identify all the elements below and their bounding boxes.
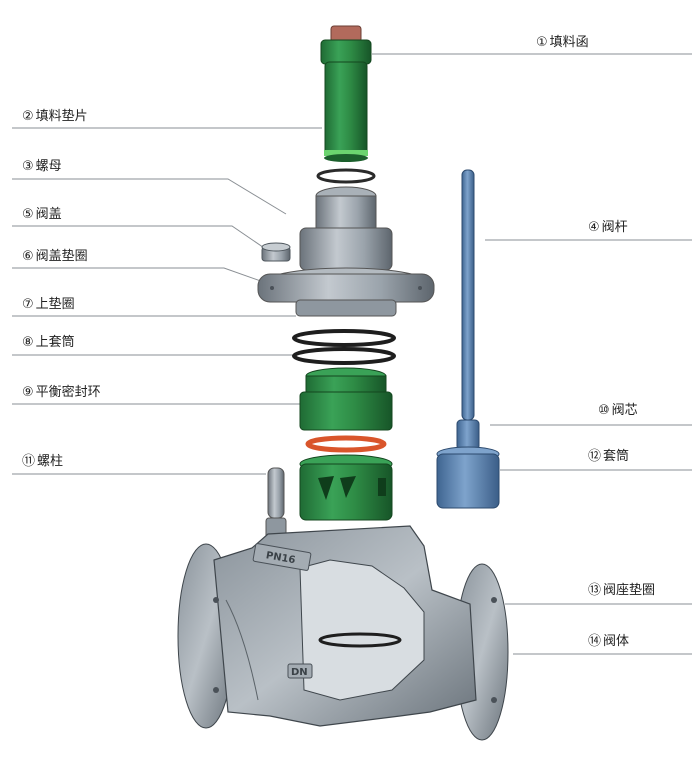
stud-part (265, 467, 287, 543)
packing-box-part (320, 25, 372, 162)
upper-sleeve-gasket-part (292, 347, 396, 365)
body-marking-pn: PN16 (265, 550, 296, 566)
leader-6 (12, 267, 273, 286)
leader-3 (12, 178, 287, 215)
body-marking-dn: DN (291, 667, 308, 678)
bonnet-part (257, 186, 435, 317)
stem-and-plug-part (436, 169, 500, 509)
packing-gasket-part (316, 168, 376, 184)
nut-part (261, 242, 291, 262)
valve-body-part (177, 525, 509, 741)
leader-lines (12, 53, 692, 655)
sleeve-part (299, 454, 393, 521)
upper-sleeve-part (299, 367, 393, 431)
leader-5 (12, 225, 277, 257)
balance-seal-ring-part (305, 435, 387, 453)
upper-gasket-part (292, 329, 396, 347)
